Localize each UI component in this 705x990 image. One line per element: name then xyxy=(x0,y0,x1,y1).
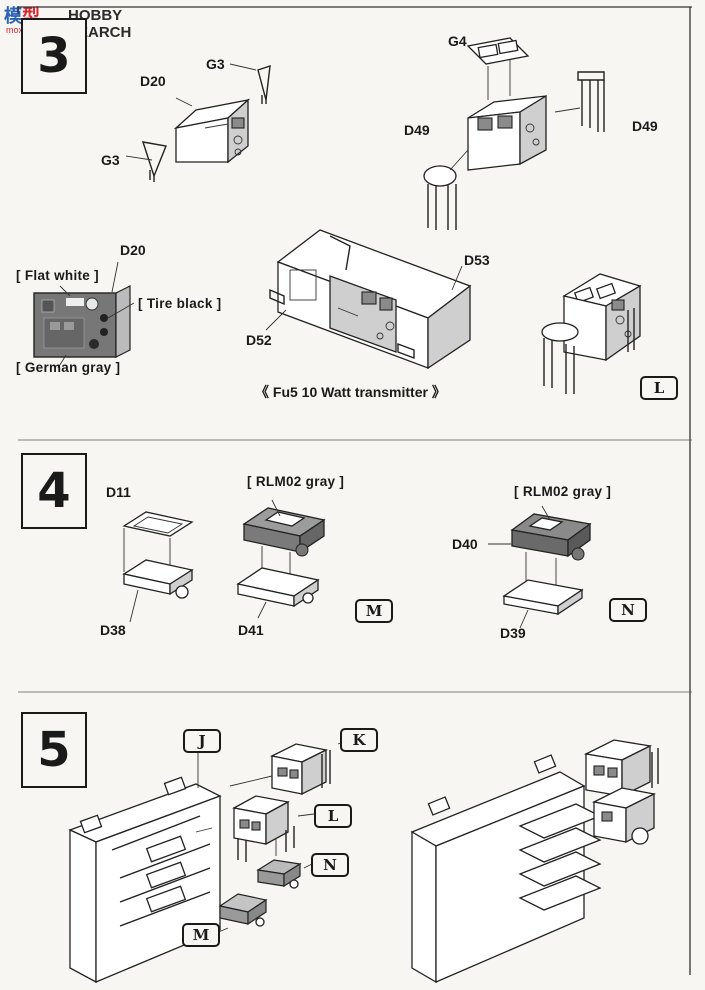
radio-unit-d40-d39 xyxy=(488,505,592,629)
label-d52: D52 xyxy=(246,332,272,348)
label-d41: D41 xyxy=(238,622,264,638)
subassembly-tag-m-step5: M xyxy=(182,923,220,947)
paint-german-gray: [ German gray ] xyxy=(16,360,121,375)
bracket-g3-bottom xyxy=(125,141,167,182)
transmitter-assembly-d49 xyxy=(423,37,605,230)
unit-m-exploded xyxy=(213,893,268,935)
step-4-diagram xyxy=(122,499,592,629)
unit-n-exploded xyxy=(256,838,313,889)
label-d39: D39 xyxy=(500,625,526,641)
label-d49-right: D49 xyxy=(632,118,658,134)
label-d20-top: D20 xyxy=(140,73,166,89)
subassembly-tag-k: K xyxy=(340,728,378,752)
subassembly-tag-l-step5: L xyxy=(314,804,352,828)
unit-l-exploded xyxy=(232,795,315,862)
radio-rack-completed xyxy=(410,739,659,984)
label-d20-detail: D20 xyxy=(120,242,146,258)
transmitter-frame-d52-d53 xyxy=(265,229,472,370)
paint-rlm02-gray-left: [ RLM02 gray ] xyxy=(247,474,345,489)
transmitter-box-d20 xyxy=(173,98,251,164)
label-d38: D38 xyxy=(100,622,126,638)
step-4-number: 4 xyxy=(21,453,87,529)
subassembly-tag-n: N xyxy=(609,598,647,622)
label-d49-left: D49 xyxy=(404,122,430,138)
bracket-g3-top xyxy=(229,63,271,104)
radio-frame-d11-d38 xyxy=(122,511,194,623)
subassembly-tag-m: M xyxy=(355,599,393,623)
paint-rlm02-gray-right: [ RLM02 gray ] xyxy=(514,484,612,499)
step-3-diagram xyxy=(33,37,642,394)
d20-painting-detail xyxy=(33,261,135,369)
paint-tire-black: [ Tire black ] xyxy=(138,296,222,311)
completed-transmitter-l xyxy=(541,273,642,394)
label-g3-bottom: G3 xyxy=(101,152,120,168)
label-d40: D40 xyxy=(452,536,478,552)
label-g3-top: G3 xyxy=(206,56,225,72)
label-g4: G4 xyxy=(448,33,467,49)
subassembly-tag-l: L xyxy=(640,376,678,400)
label-d53: D53 xyxy=(464,252,490,268)
step-5-diagram xyxy=(68,739,659,984)
radio-unit-d41 xyxy=(236,499,326,619)
unit-k-exploded xyxy=(229,739,349,796)
paint-flat-white: [ Flat white ] xyxy=(16,268,99,283)
subassembly-tag-n-step5: N xyxy=(311,853,349,877)
label-d11: D11 xyxy=(106,484,131,500)
subassembly-tag-j: J xyxy=(183,729,221,753)
fu5-transmitter-caption: 《 Fu5 10 Watt transmitter 》 xyxy=(255,384,446,400)
step-5-number: 5 xyxy=(21,712,87,788)
step-3-number: 3 xyxy=(21,18,87,94)
